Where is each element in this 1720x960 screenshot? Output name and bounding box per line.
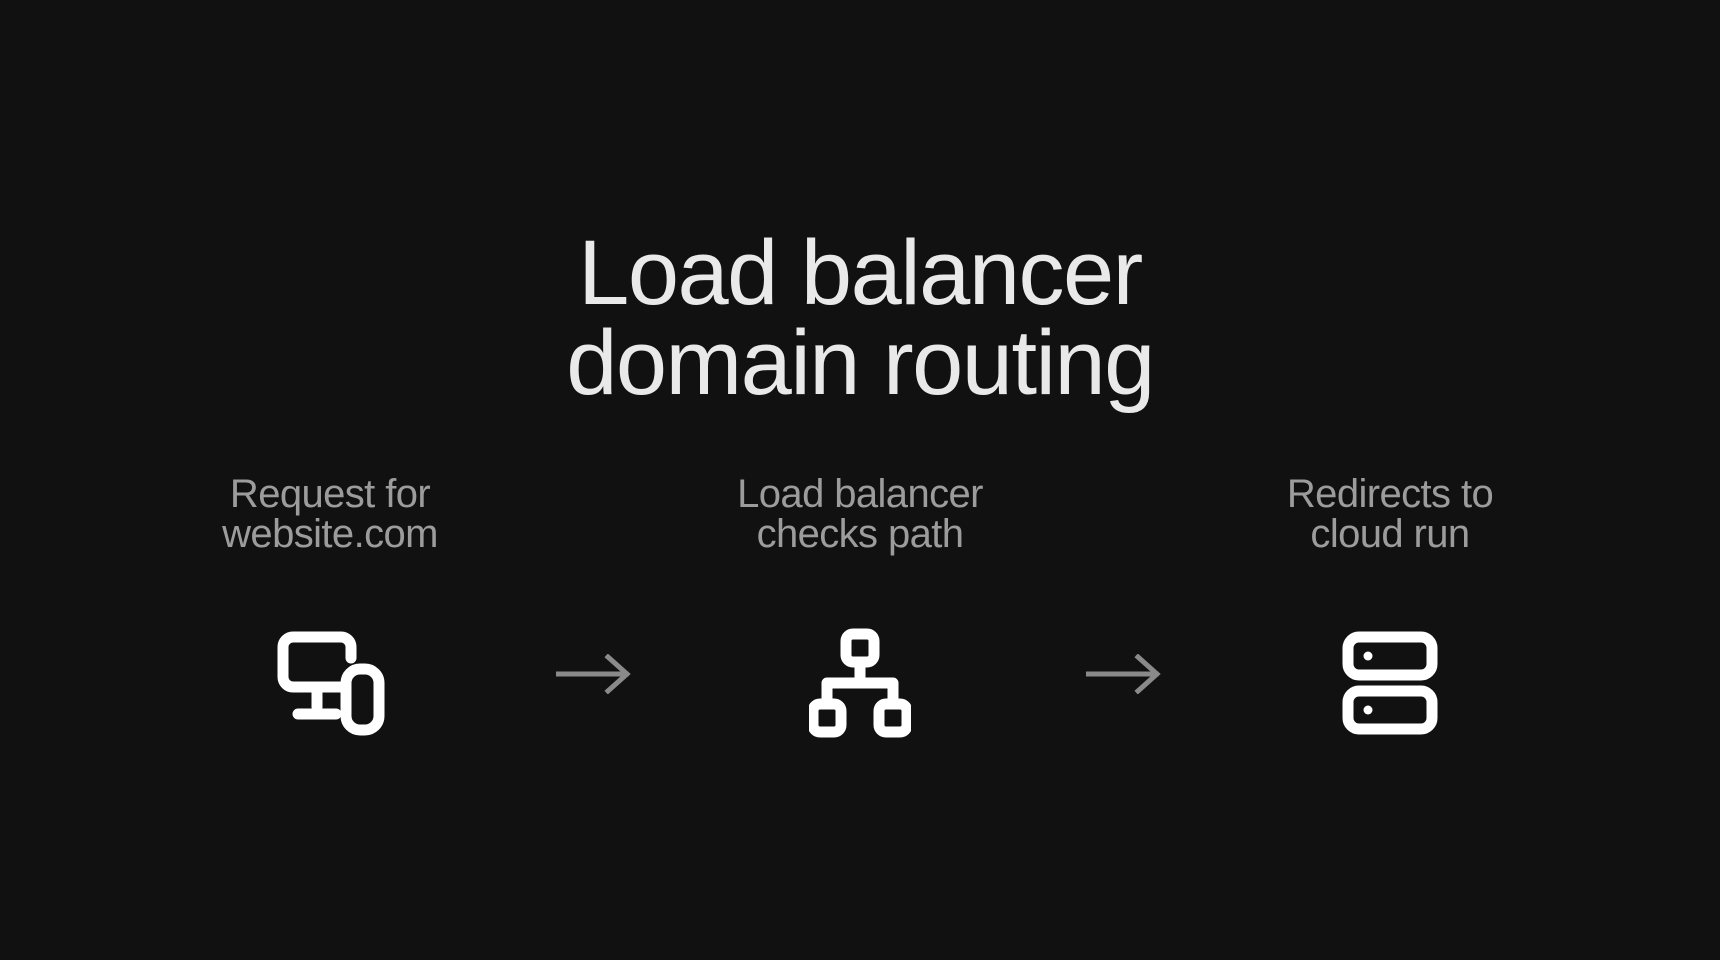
flow-step-label: Request for website.com — [222, 472, 438, 557]
flow-step-cloudrun: Redirects to cloud run — [1240, 474, 1540, 738]
flow-step-label: Redirects to cloud run — [1286, 472, 1494, 557]
arrow-right-icon — [480, 474, 710, 695]
flow-step-request: Request for website.com — [180, 474, 480, 738]
flow-step-loadbalancer: Load balancer checks path — [710, 474, 1010, 738]
flow-step-label: Load balancer checks path — [737, 472, 983, 557]
server-icon — [1342, 628, 1438, 738]
arrow-right-icon — [1010, 474, 1240, 695]
page-title: Load balancer domain routing — [566, 222, 1155, 415]
devices-icon — [272, 628, 388, 738]
network-topology-icon — [809, 628, 911, 738]
process-flow: Request for website.com Load balancer ch… — [120, 474, 1600, 738]
